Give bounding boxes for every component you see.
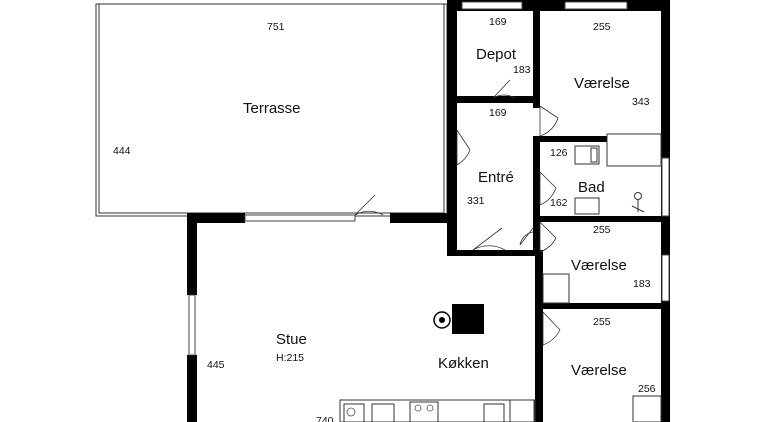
windows	[188, 1, 670, 356]
room-label-bad: Bad	[578, 179, 605, 196]
dim-entre-depth: 331	[467, 195, 485, 207]
room-height-stue: H:215	[276, 352, 304, 364]
dim-terrasse-depth: 444	[113, 145, 131, 157]
doors	[354, 79, 561, 346]
dim-stue-depth: 445	[207, 359, 225, 371]
dim-depot-depth: 183	[513, 64, 531, 76]
dim-depot-lower: 169	[489, 107, 507, 119]
room-label-kokken: Køkken	[438, 355, 489, 372]
dim-vaerelse-1-depth: 343	[632, 96, 650, 108]
room-label-depot: Depot	[476, 46, 517, 63]
dim-vaerelse-2-width: 255	[593, 224, 611, 236]
dim-vaerelse-2-depth: 183	[633, 278, 651, 290]
fixtures	[339, 133, 662, 422]
dim-vaerelse-3-depth: 256	[638, 383, 656, 395]
dim-bad-width-top: 126	[550, 147, 568, 159]
dim-bad-depth: 162	[550, 197, 568, 209]
dim-terrasse-width: 751	[267, 21, 285, 33]
dim-kitchen-length: 740	[316, 415, 334, 422]
dimension-labels: 751 444 169 183 169 255 343 126 331 162 …	[113, 16, 656, 422]
room-label-stue: Stue	[276, 331, 307, 348]
dim-vaerelse-1-width: 255	[593, 21, 611, 33]
dim-vaerelse-3-width: 255	[593, 316, 611, 328]
room-label-vaerelse-1: Værelse	[574, 75, 630, 92]
room-label-entre: Entré	[478, 169, 514, 186]
room-labels: Terrasse Depot Værelse Entré Bad Værelse…	[243, 46, 630, 379]
room-label-vaerelse-2: Værelse	[571, 257, 627, 274]
dim-depot-width: 169	[489, 16, 507, 28]
room-label-vaerelse-3: Værelse	[571, 362, 627, 379]
room-label-terrasse: Terrasse	[243, 100, 301, 117]
